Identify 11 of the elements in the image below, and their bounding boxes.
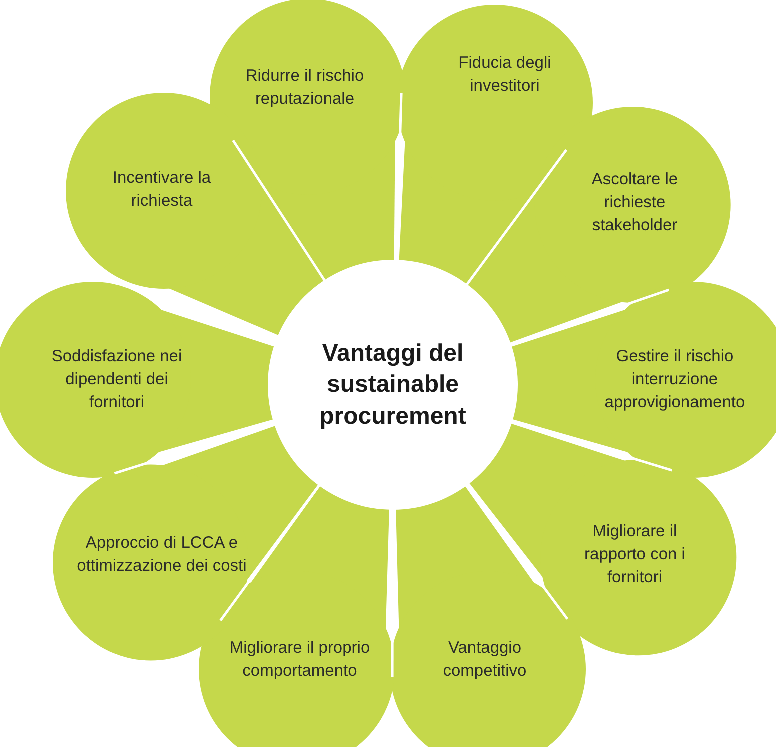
petal-label: Migliorare il proprio comportamento bbox=[228, 638, 372, 682]
petal-label: Ridurre il rischio reputazionale bbox=[244, 66, 365, 110]
center-title: Vantaggi del sustainable procurement bbox=[318, 339, 468, 432]
petal-label: Incentivare la richiesta bbox=[112, 168, 212, 212]
petal-label: Gestire il rischio interruzione approvigionamento bbox=[604, 346, 746, 414]
petal-label: Approccio di LCCA e ottimizzazione dei costi bbox=[76, 532, 248, 577]
petal-label: Ascoltare le richieste stakeholder bbox=[590, 169, 680, 237]
petal-label: Soddisfazione nei dipendenti dei fornitori bbox=[50, 346, 184, 414]
petal-label: Migliorare il rapporto con i fornitori bbox=[584, 521, 686, 589]
petal-label: Vantaggio competitivo bbox=[442, 638, 528, 682]
petal-label: Fiducia degli investitori bbox=[458, 52, 552, 97]
